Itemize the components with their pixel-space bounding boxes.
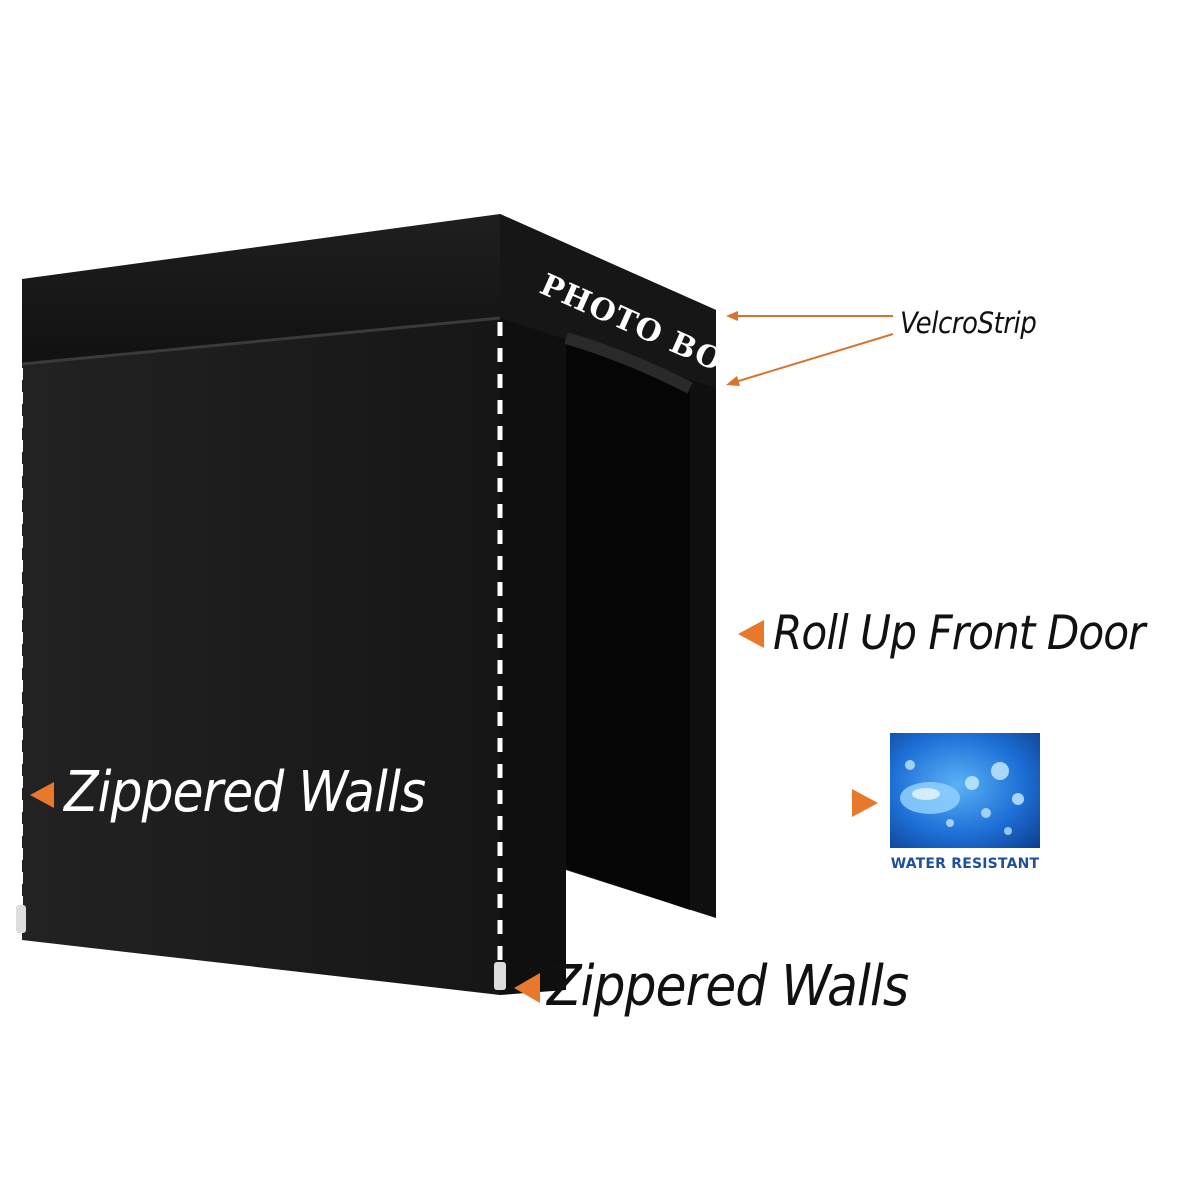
water-resistant-label: WATER RESISTANT [890, 856, 1040, 872]
arrow-left-icon [738, 620, 764, 648]
water-droplets-icon [890, 733, 1040, 848]
booth-side-valance [22, 214, 500, 364]
zippered-walls-label-bottom: Zippered Walls [547, 954, 909, 1019]
zipper-pull-icon [16, 905, 26, 933]
roll-up-front-door-label: Roll Up Front Door [773, 606, 1145, 661]
booth-side-wall [22, 318, 500, 995]
booth-front-valance [500, 214, 716, 388]
arrow-left-icon [514, 973, 540, 1003]
arrow-right-icon [852, 789, 878, 817]
velcro-strip-label: VelcroStrip [900, 306, 1037, 340]
arrow-left-icon [30, 782, 54, 808]
zipper-pull-icon [494, 962, 506, 990]
photo-booth-tent: PHOTO BOOTH [16, 214, 801, 995]
velcro-strip-pointers [726, 311, 894, 386]
zippered-walls-label-left: Zippered Walls [64, 760, 426, 825]
roll-up-front-door-opening [566, 340, 690, 910]
